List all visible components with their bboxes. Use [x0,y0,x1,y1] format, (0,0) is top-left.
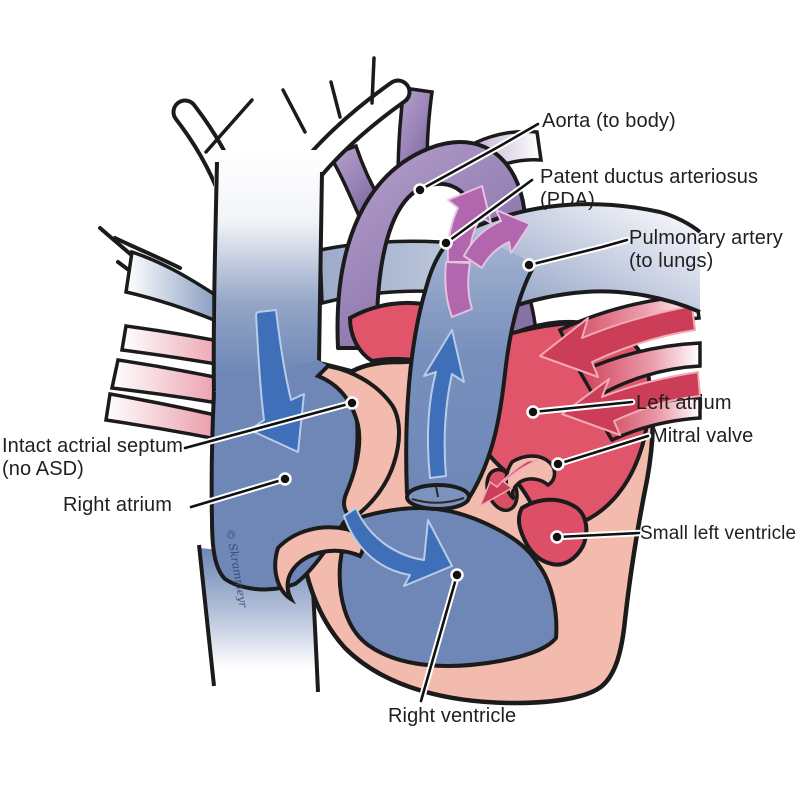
label-atrial-septum: Intact actrial septum (no ASD) [2,435,184,481]
label-right-ventricle: Right ventricle [388,705,517,727]
label-right-atrium: Right atrium [63,494,173,516]
label-small-left-ventricle: Small left ventricle [640,523,797,544]
label-pulmonary-artery: Pulmonary artery (to lungs) [629,227,783,273]
tricuspid-valve-fold [273,525,365,605]
label-aorta: Aorta (to body) [542,110,676,132]
label-mitral-valve: Mitral valve [651,425,754,447]
superior-vena-cava [211,150,324,400]
mitral-valve [478,454,557,513]
label-pda: Patent ductus arteriosus (PDA) [540,166,759,212]
leader-lines [181,120,652,705]
label-left-atrium: Left atrium [636,392,732,414]
innominate-vein [124,249,216,323]
mitral-flow-arrow [478,459,539,508]
leader-dots [278,183,565,582]
pulmonary-artery [467,202,702,324]
